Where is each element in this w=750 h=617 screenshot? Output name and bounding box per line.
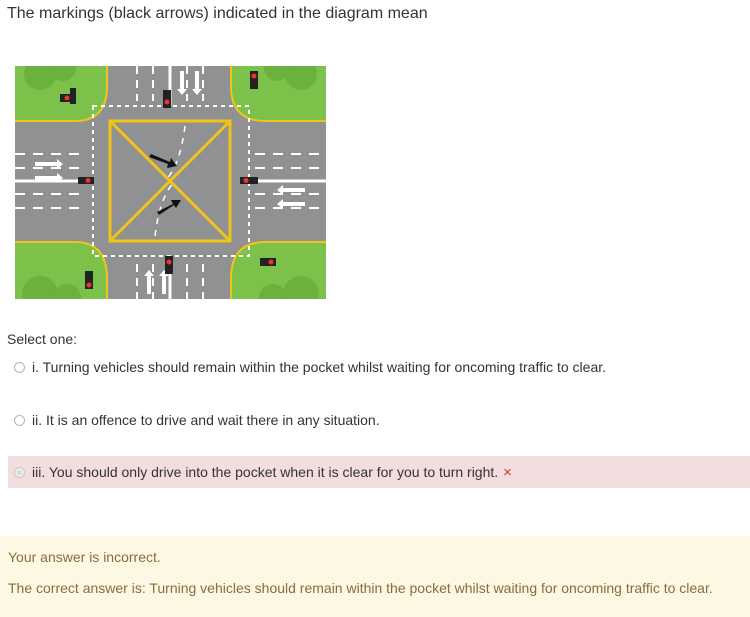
lane-arrows (35, 71, 305, 294)
junction-diagram (15, 55, 326, 312)
question-text: The markings (black arrows) indicated in… (7, 5, 428, 22)
radio-button-option-1[interactable] (14, 361, 25, 373)
grass-corner-top-right (230, 55, 326, 122)
box-junction (108, 119, 232, 243)
answer-option-3[interactable]: iii. You should only drive into the pock… (8, 456, 750, 488)
select-one-prompt: Select one: (7, 331, 78, 347)
answer-option-label: ii. It is an offence to drive and wait t… (32, 412, 380, 428)
grass-corner-top-left (15, 55, 108, 122)
feedback-result: Your answer is incorrect. (8, 549, 161, 565)
feedback-correct-answer: The correct answer is: Turning vehicles … (8, 580, 713, 596)
answer-option-label: iii. You should only drive into the pock… (32, 464, 499, 480)
answer-option-2[interactable]: ii. It is an offence to drive and wait t… (8, 404, 750, 436)
answer-option-label: i. Turning vehicles should remain within… (32, 359, 607, 375)
black-arrow-markings (149, 154, 181, 215)
answer-option-1[interactable]: i. Turning vehicles should remain within… (8, 351, 750, 383)
incorrect-cross-icon: × (503, 463, 512, 481)
feedback-panel: Your answer is incorrect. The correct an… (0, 536, 750, 617)
junction-diagram-svg (15, 55, 326, 312)
grass-corner-bottom-right (230, 241, 326, 312)
radio-button-option-2[interactable] (14, 414, 25, 426)
traffic-lights (60, 71, 276, 289)
radio-button-option-3-selected[interactable] (14, 466, 25, 478)
